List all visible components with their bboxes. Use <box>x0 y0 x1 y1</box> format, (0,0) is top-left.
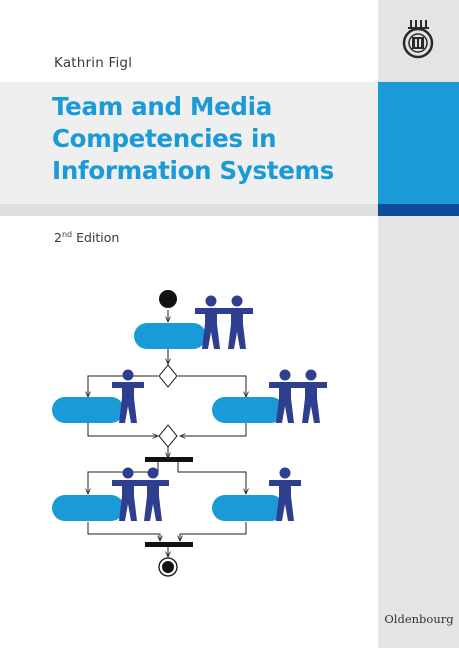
title-band <box>0 82 378 204</box>
publisher-name: Oldenbourg <box>384 612 454 626</box>
edition-word: Edition <box>76 230 120 245</box>
person-icon <box>137 467 169 521</box>
action-node-1 <box>134 323 206 349</box>
title-line-1: Team and Media <box>52 92 272 121</box>
author-name: Kathrin Figl <box>54 55 133 71</box>
person-icon <box>221 295 253 349</box>
navy-divider-bar <box>378 204 459 216</box>
diagram-connectors <box>88 310 246 557</box>
activity-diagram-illustration <box>52 290 327 577</box>
action-node-3 <box>212 397 284 423</box>
person-icon <box>295 369 327 423</box>
final-node-ring <box>158 557 178 577</box>
blue-accent-block <box>378 82 459 204</box>
action-node-5 <box>212 495 284 521</box>
edition-label: 2nd Edition <box>54 230 119 245</box>
edition-number: 2 <box>54 230 62 245</box>
final-node-core <box>162 561 174 573</box>
oldenbourg-seal-icon <box>402 20 434 59</box>
grey-divider-bar <box>0 204 378 216</box>
edition-suffix: nd <box>61 230 73 239</box>
title-line-2: Competencies in <box>52 124 277 153</box>
merge-node <box>158 424 178 448</box>
join-bar <box>145 542 193 547</box>
decision-node <box>158 364 178 388</box>
title-line-3: Information Systems <box>52 156 335 185</box>
action-node-4 <box>52 495 124 521</box>
fork-bar <box>145 457 193 462</box>
book-title: Team and Media Competencies in Informati… <box>52 91 372 187</box>
action-node-2 <box>52 397 124 423</box>
initial-node <box>159 290 177 308</box>
